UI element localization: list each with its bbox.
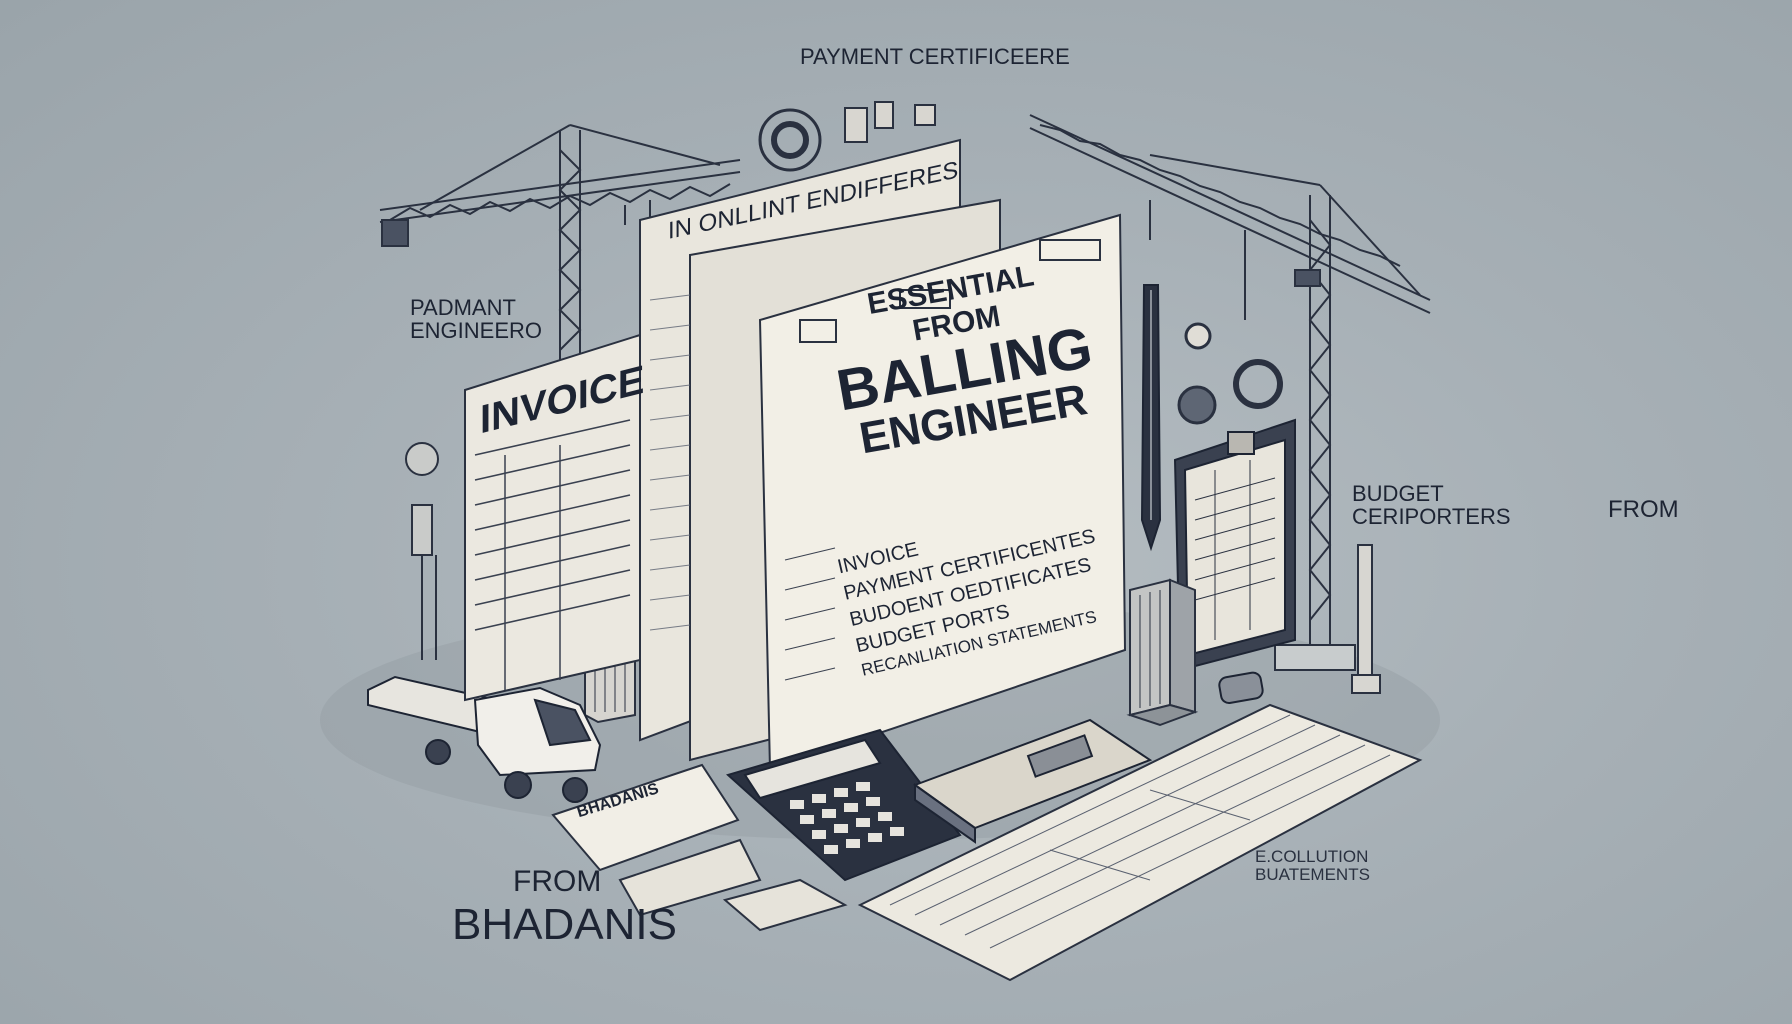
bottom-right-line2: BUATEMENTS	[1255, 864, 1370, 884]
left-crane-icon	[379, 124, 741, 360]
ledger-sheet	[857, 703, 1423, 982]
calculator-icon	[726, 728, 962, 882]
bottom-right-caption: E.COLLUTION BUATEMENTS	[1255, 848, 1370, 884]
right-from-label: FROM	[1608, 496, 1679, 523]
clipboard-icon	[1173, 418, 1296, 672]
right-measure-rod-icon	[1351, 544, 1381, 694]
left-caption: PADMANT ENGINEERO	[410, 296, 542, 342]
top-title-label: PAYMENT CERTIFICEERE	[800, 44, 1070, 69]
tape-measure-icon	[1218, 671, 1264, 705]
bottom-brand-label: BHADANIS	[452, 900, 677, 949]
truck-icon	[367, 675, 602, 803]
left-caption-line2: ENGINEERO	[410, 318, 543, 344]
stamp-icon	[844, 101, 936, 143]
file-folder-icon	[912, 718, 1153, 844]
left-survey-pole-icon	[405, 442, 439, 660]
bottom-right-line1: E.COLLUTION	[1255, 847, 1369, 866]
right-caption-line1: BUDGET	[1352, 481, 1444, 506]
building-model-icon	[1126, 578, 1199, 727]
right-crane-icon	[1029, 114, 1431, 671]
invoice-document	[464, 333, 641, 702]
right-caption: BUDGET CERIPORTERS	[1352, 482, 1511, 528]
bhadanis-slip	[551, 763, 848, 932]
left-caption-line1: PADMANT	[410, 295, 516, 320]
pen-icon	[1140, 284, 1162, 552]
right-caption-line2: CERIPORTERS	[1352, 504, 1511, 530]
bottom-from-label: FROM	[513, 865, 602, 898]
floating-rings	[758, 108, 1283, 425]
main-document	[758, 213, 1127, 772]
